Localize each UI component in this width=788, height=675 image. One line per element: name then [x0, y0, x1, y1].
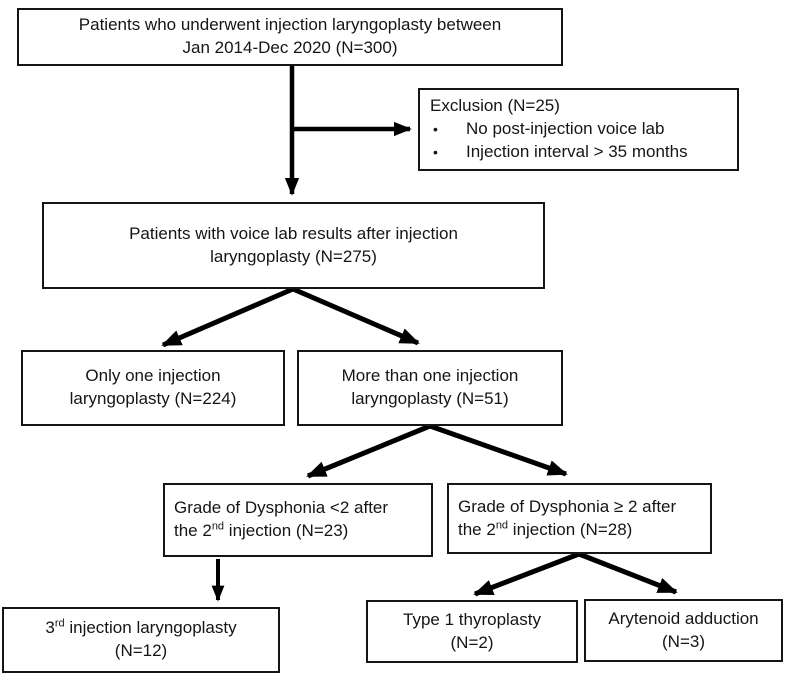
- node-grade-ge2-line1: Grade of Dysphonia ≥ 2 after: [458, 496, 677, 516]
- node-grade-dysphonia-ge2: Grade of Dysphonia ≥ 2 after the 2nd inj…: [447, 483, 712, 554]
- node-morethanone-line1: More than one injection: [341, 366, 519, 386]
- node-thyroplasty-line1: Type 1 thyroplasty: [403, 609, 541, 629]
- node-grade-lt2-line1: Grade of Dysphonia <2 after: [174, 498, 389, 518]
- third-ordinal-sup: rd: [54, 617, 65, 630]
- node-grade-dysphonia-lt2: Grade of Dysphonia <2 after the 2nd inje…: [163, 483, 433, 557]
- arrow-grade-ge2-to-arytenoid: [578, 551, 678, 595]
- arrow-morethanone-to-grade-lt2: [306, 423, 431, 479]
- third-line1-pre: 3: [45, 618, 55, 638]
- node-third-injection: 3rd injection laryngoplasty (N=12): [2, 607, 280, 673]
- grade-lt2-ordinal-sup: nd: [211, 520, 225, 533]
- node-grade-lt2-line2: the 2nd injection (N=23): [174, 520, 348, 543]
- arrow-voicelab-to-morethanone: [292, 286, 420, 346]
- node-voicelab-line1: Patients with voice lab results after in…: [129, 223, 458, 243]
- node-exclusion: Exclusion (N=25) • No post-injection voi…: [418, 88, 739, 171]
- node-onlyone-line2: laryngoplasty (N=224): [69, 389, 237, 408]
- exclusion-bullet-text: Injection interval > 35 months: [466, 141, 688, 161]
- arrow-voicelab-to-onlyone: [161, 286, 294, 348]
- node-thyroplasty-line2: (N=2): [450, 632, 494, 652]
- exclusion-title: Exclusion (N=25): [430, 96, 560, 116]
- node-arytenoid-line2: (N=3): [662, 631, 705, 651]
- grade-lt2-line2-post: injection (N=23): [224, 521, 349, 540]
- arrow-grade-ge2-to-thyroplasty: [473, 551, 580, 597]
- node-type1-thyroplasty: Type 1 thyroplasty (N=2): [366, 600, 578, 663]
- node-arytenoid-adduction: Arytenoid adduction (N=3): [584, 599, 783, 662]
- grade-ge2-line2-pre: the 2: [458, 519, 496, 539]
- node-voice-lab-results: Patients with voice lab results after in…: [42, 202, 545, 289]
- third-line1-post: injection laryngoplasty: [64, 618, 237, 638]
- grade-lt2-line2-pre: the 2: [174, 521, 212, 540]
- node-initial-line1: Patients who underwent injection laryngo…: [78, 15, 502, 35]
- exclusion-bullet-text: No post-injection voice lab: [466, 119, 665, 139]
- exclusion-bullet-item: • Injection interval > 35 months: [429, 141, 688, 164]
- node-third-line1: 3rd injection laryngoplasty: [45, 617, 236, 640]
- node-morethanone-line2: laryngoplasty (N=51): [351, 389, 509, 408]
- exclusion-bullet-item: • No post-injection voice lab: [429, 118, 664, 141]
- node-arytenoid-line1: Arytenoid adduction: [608, 608, 759, 628]
- node-more-than-one-injection: More than one injection laryngoplasty (N…: [297, 350, 563, 426]
- node-initial-line2: Jan 2014-Dec 2020 (N=300): [182, 38, 398, 57]
- node-only-one-injection: Only one injection laryngoplasty (N=224): [21, 350, 285, 426]
- grade-ge2-line2-post: injection (N=28): [508, 519, 633, 539]
- bullet-icon: •: [433, 121, 438, 138]
- grade-ge2-ordinal-sup: nd: [495, 518, 509, 531]
- node-voicelab-line2: laryngoplasty (N=275): [210, 246, 377, 266]
- arrow-morethanone-to-grade-ge2: [429, 423, 568, 477]
- bullet-icon: •: [433, 143, 438, 160]
- node-grade-ge2-line2: the 2nd injection (N=28): [458, 519, 632, 542]
- node-initial-patients: Patients who underwent injection laryngo…: [17, 8, 563, 66]
- node-third-line2: (N=12): [114, 641, 168, 660]
- node-onlyone-line1: Only one injection: [85, 366, 221, 386]
